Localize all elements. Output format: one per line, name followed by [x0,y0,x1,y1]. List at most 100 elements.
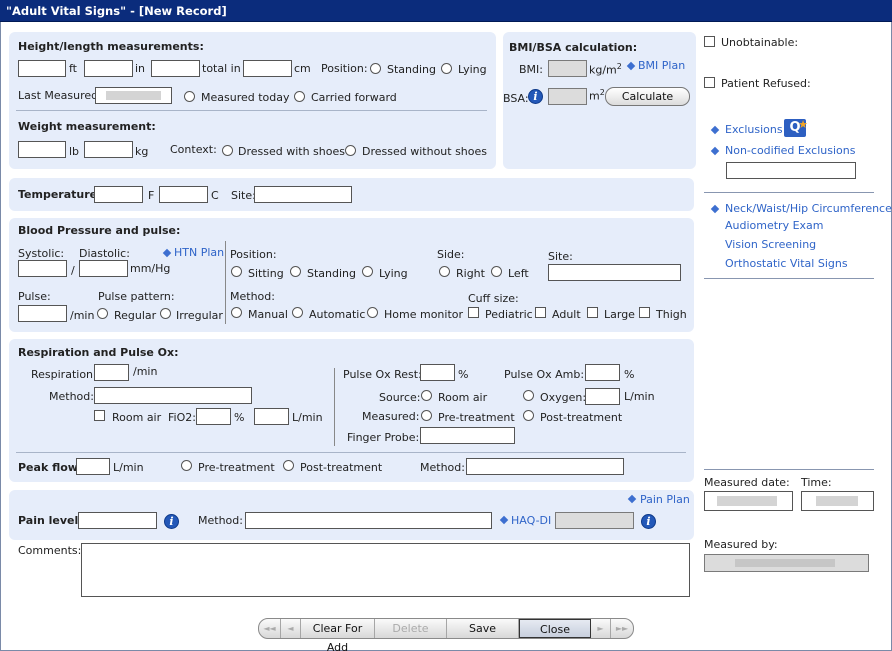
bmi-value [548,60,587,77]
audiometry-link[interactable]: Audiometry Exam [725,219,824,232]
radio-bp-lying[interactable] [362,266,373,277]
measured-today-label: Measured today [201,91,290,104]
bp-site-input[interactable] [548,264,681,281]
vision-screening-link[interactable]: Vision Screening [725,238,817,251]
clear-for-add-button[interactable]: Clear For Add [301,619,375,651]
height-in-input[interactable] [84,60,133,77]
calculate-button[interactable]: Calculate [605,87,690,106]
mmhg-unit: mm/Hg [130,262,171,275]
resp-method-input[interactable] [94,387,252,404]
radio-ox-pre-treatment[interactable] [421,410,432,421]
pulse-ox-amb-pct: % [624,368,635,381]
comments-input[interactable] [81,543,690,597]
check-cuff-adult[interactable] [535,307,546,318]
height-total-in-input[interactable] [151,60,200,77]
height-cm-input[interactable] [243,60,292,77]
radio-bp-home-monitor[interactable] [367,307,378,318]
radio-ox-post-treatment[interactable] [523,410,534,421]
radio-without-shoes[interactable] [345,145,356,156]
weight-kg-input[interactable] [84,141,133,158]
peak-method-input[interactable] [466,458,624,475]
check-cuff-pediatric[interactable] [468,307,479,318]
radio-source-oxygen[interactable] [523,390,534,401]
peak-pre-treatment-label: Pre-treatment [198,461,275,474]
pain-level-info-icon[interactable]: i [164,514,179,529]
temp-site-input[interactable] [254,186,352,203]
radio-height-standing[interactable] [370,63,381,74]
radio-pulse-irregular[interactable] [160,308,171,319]
radio-bp-automatic[interactable] [292,307,303,318]
radio-pulse-regular[interactable] [97,308,108,319]
haq-di-info-icon[interactable]: i [641,514,656,529]
bmi-plan-link[interactable]: BMI Plan [638,59,686,72]
radio-bp-right[interactable] [439,266,450,277]
radio-height-lying[interactable] [441,63,452,74]
exclusions-link[interactable]: Exclusions [725,123,783,136]
quality-measure-icon[interactable]: Q★ [784,118,808,137]
pulse-input[interactable] [18,305,67,322]
save-button[interactable]: Save [447,619,519,638]
pain-method-input[interactable] [245,512,492,529]
measured-date-field[interactable] [704,491,793,511]
temp-c-input[interactable] [159,186,208,203]
peak-flow-label: Peak flow: [18,461,83,474]
radio-source-room-air[interactable] [421,390,432,401]
diastolic-input[interactable] [79,260,128,277]
pulse-ox-amb-label: Pulse Ox Amb: [504,368,585,381]
close-button[interactable]: Close [519,619,591,638]
radio-with-shoes[interactable] [222,145,233,156]
neck-waist-hip-link[interactable]: Neck/Waist/Hip Circumference [725,202,892,215]
radio-bp-left[interactable] [491,266,502,277]
fio2-lmin-input[interactable] [254,408,289,425]
noncodified-input[interactable] [726,162,856,179]
radio-bp-sitting[interactable] [231,266,242,277]
last-record-button[interactable]: ►► [615,624,629,633]
systolic-label: Systolic: [18,247,65,260]
time-label: Time: [801,476,832,489]
weight-lb-input[interactable] [18,141,66,158]
pain-plan-link[interactable]: Pain Plan [640,493,690,506]
check-cuff-large[interactable] [587,307,598,318]
systolic-input[interactable] [18,260,67,277]
noncodified-exclusions-link[interactable]: Non-codified Exclusions [725,144,856,157]
pain-method-label: Method: [198,514,243,527]
carried-forward-label: Carried forward [311,91,397,104]
haq-di-link[interactable]: HAQ-DI [511,514,552,527]
pain-level-input[interactable] [78,512,157,529]
bmi-unit: kg/m2 [589,62,622,77]
temperature-label: Temperature: [18,188,102,201]
fio2-input[interactable] [196,408,231,425]
respiration-input[interactable] [94,364,129,381]
pulse-ox-amb-input[interactable] [585,364,620,381]
finger-probe-input[interactable] [420,427,515,444]
bp-manual-label: Manual [248,308,288,321]
peak-flow-input[interactable] [76,458,110,475]
measured-by-field[interactable] [704,554,869,572]
check-cuff-thigh[interactable] [639,307,650,318]
radio-peak-pre-treatment[interactable] [181,460,192,471]
orthostatic-link[interactable]: Orthostatic Vital Signs [725,257,848,270]
check-unobtainable[interactable] [704,36,715,47]
next-record-button[interactable]: ► [591,619,611,638]
first-record-button[interactable]: ◄◄ [259,619,281,638]
radio-bp-manual[interactable] [231,307,242,318]
oxygen-lmin-input[interactable] [585,388,620,405]
time-field[interactable] [801,491,874,511]
radio-carried-forward[interactable] [294,91,305,102]
check-patient-refused[interactable] [704,77,715,88]
temp-f-input[interactable] [94,186,143,203]
prev-record-button[interactable]: ◄ [281,619,301,638]
radio-bp-standing[interactable] [290,266,301,277]
bsa-label: BSA: [503,92,529,105]
check-room-air[interactable] [94,410,105,421]
radio-measured-today[interactable] [184,91,195,102]
htn-plan-link[interactable]: HTN Plan [174,246,225,259]
resp-header: Respiration and Pulse Ox: [18,346,179,359]
bsa-info-icon[interactable]: i [528,89,543,104]
pulse-ox-rest-input[interactable] [420,364,455,381]
height-ft-input[interactable] [18,60,66,77]
delete-button[interactable]: Delete [375,619,447,638]
radio-peak-post-treatment[interactable] [283,460,294,471]
bp-slash: / [71,264,75,277]
unit-cm: cm [294,62,311,75]
